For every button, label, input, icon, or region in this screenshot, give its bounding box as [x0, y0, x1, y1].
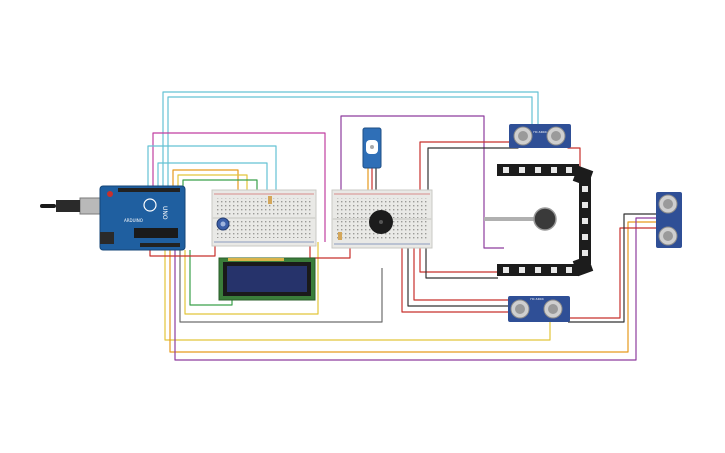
us-bottom-label: HC-SR04 — [530, 297, 543, 301]
led — [535, 267, 541, 273]
led — [582, 186, 588, 192]
usb-cable-tip — [40, 204, 56, 208]
breadboard-right[interactable] — [331, 189, 433, 249]
wire-cyan-2[interactable] — [167, 96, 533, 192]
led-strip-corner-top — [572, 165, 594, 187]
us-right-eye-top-inner — [663, 199, 673, 209]
us-bottom-eye-right-inner — [548, 304, 558, 314]
led — [582, 234, 588, 240]
us-top-eye-left-inner — [518, 131, 528, 141]
led — [566, 167, 572, 173]
usb-connector-icon — [79, 197, 103, 215]
force-sensor-pad — [533, 207, 557, 231]
wire-gray-bottom[interactable] — [179, 250, 383, 323]
wire-purple-bottom[interactable] — [174, 217, 660, 361]
led — [519, 267, 525, 273]
servo-icon[interactable] — [362, 127, 382, 169]
wire-dark-sensor-bottom[interactable] — [407, 248, 512, 307]
ultrasonic-sensor-top[interactable]: HC-SR04 — [509, 124, 571, 148]
lcd-pin-header — [228, 258, 284, 261]
us-top-eye-right-inner — [551, 131, 561, 141]
led — [503, 267, 509, 273]
arduino-logo-icon — [143, 198, 157, 212]
led — [551, 167, 557, 173]
wire-red-strip[interactable] — [419, 248, 498, 273]
wire-orange-bottom[interactable] — [169, 221, 660, 353]
wire-red-right[interactable] — [568, 227, 660, 319]
arduino-uno[interactable]: UNO ARDUINO — [40, 185, 186, 251]
us-top-label: HC-SR04 — [533, 130, 546, 134]
power-jack-icon — [100, 232, 114, 244]
led — [582, 218, 588, 224]
wire-yellow-lcd[interactable] — [184, 242, 319, 315]
microcontroller-chip — [134, 228, 178, 238]
breadboard-left[interactable] — [211, 189, 317, 247]
wire-dark-strip[interactable] — [425, 248, 498, 279]
servo-shaft — [370, 145, 374, 149]
led — [566, 267, 572, 273]
us-bottom-eye-left-inner — [515, 304, 525, 314]
arduino-brand-text: ARDUINO — [124, 218, 143, 223]
wire-dark-right[interactable] — [568, 213, 660, 323]
potentiometer-knob — [220, 221, 226, 227]
led — [582, 202, 588, 208]
analog-header — [140, 243, 180, 247]
wire-red-sensor-bottom-2[interactable] — [413, 248, 512, 301]
wire-red-sensor-bottom[interactable] — [401, 248, 512, 313]
wire-green-lcd[interactable] — [189, 250, 233, 306]
usb-cable — [56, 200, 80, 212]
resistor-2 — [338, 232, 342, 240]
arduino-uno-text: UNO — [161, 206, 168, 220]
led-strip[interactable] — [497, 164, 594, 277]
ultrasonic-sensor-bottom[interactable]: HC-SR04 — [508, 296, 570, 322]
wire-magenta-1[interactable] — [152, 132, 326, 242]
wire-yellow-bottom[interactable] — [164, 250, 551, 341]
ultrasonic-sensor-right[interactable] — [656, 192, 682, 248]
led — [582, 250, 588, 256]
us-right-eye-bottom-inner — [663, 231, 673, 241]
led — [519, 167, 525, 173]
lcd-screen — [227, 266, 307, 292]
wire-red-arduino[interactable] — [149, 242, 216, 257]
led — [551, 267, 557, 273]
digital-header — [118, 188, 180, 192]
wire-red-bb[interactable] — [309, 246, 351, 259]
buzzer-center — [379, 220, 383, 224]
led — [503, 167, 509, 173]
wire-purple-top[interactable] — [340, 115, 504, 249]
resistor — [268, 196, 272, 204]
led — [535, 167, 541, 173]
force-sensor-tail — [484, 217, 534, 221]
lcd-16x2[interactable] — [218, 257, 316, 301]
force-sensor-icon[interactable] — [484, 207, 557, 231]
wire-cyan-top[interactable] — [162, 91, 539, 192]
reset-button[interactable] — [107, 191, 113, 197]
